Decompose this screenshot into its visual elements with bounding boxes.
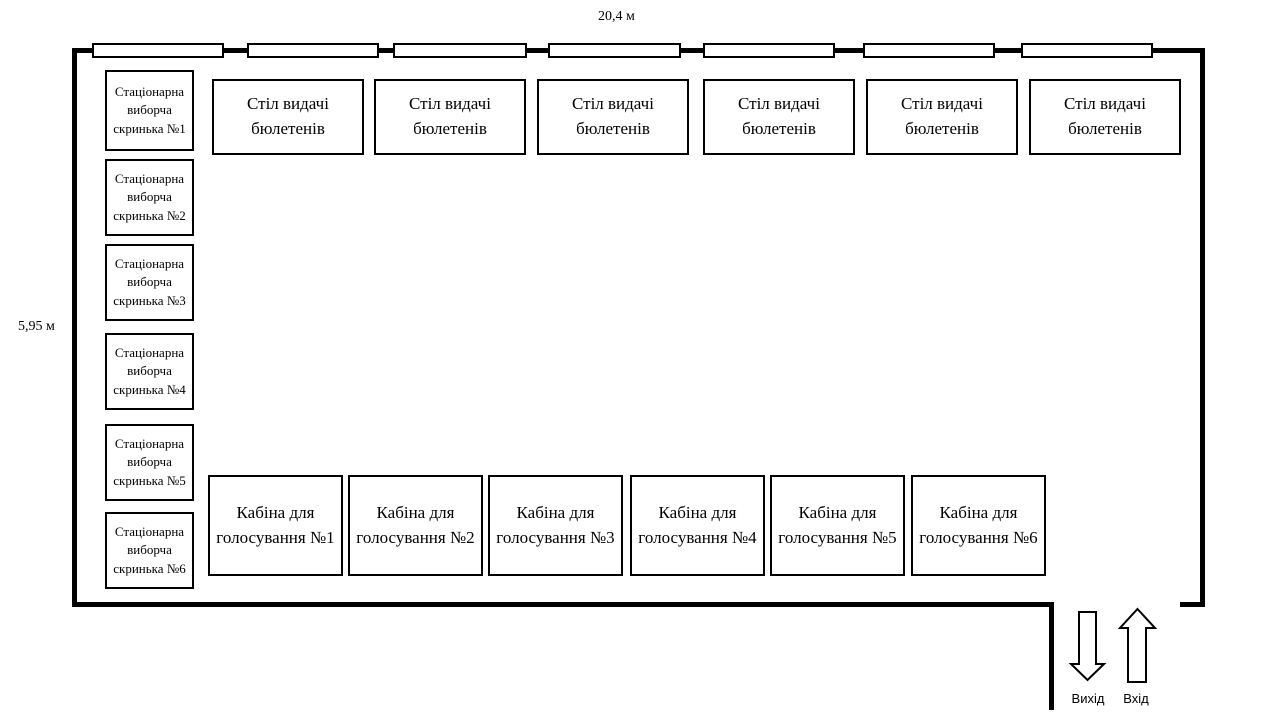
issuing-table-4: Стіл видачі бюлетенів [703,79,855,155]
window-icon [548,43,681,58]
width-dimension-label: 20,4 м [598,9,635,24]
window-icon [863,43,995,58]
issuing-table-3: Стіл видачі бюлетенів [537,79,689,155]
ballot-box-3: Стаціонарна виборча скринька №3 [105,244,194,321]
issuing-table-2: Стіл видачі бюлетенів [374,79,526,155]
ballot-box-6: Стаціонарна виборча скринька №6 [105,512,194,589]
ballot-box-5: Стаціонарна виборча скринька №5 [105,424,194,501]
voting-booth-5: Кабіна для голосування №5 [770,475,905,576]
voting-booth-2: Кабіна для голосування №2 [348,475,483,576]
entrance-arrow-icon [1117,607,1158,683]
door-jamb [1049,602,1054,710]
voting-booth-1: Кабіна для голосування №1 [208,475,343,576]
issuing-table-1: Стіл видачі бюлетенів [212,79,364,155]
ballot-box-4: Стаціонарна виборча скринька №4 [105,333,194,410]
voting-booth-4: Кабіна для голосування №4 [630,475,765,576]
ballot-box-2: Стаціонарна виборча скринька №2 [105,159,194,236]
voting-booth-3: Кабіна для голосування №3 [488,475,623,576]
exit-label: Вихід [1071,691,1105,706]
door-arrows [1068,607,1158,683]
wall-bottom-stub [1180,602,1205,607]
wall-bottom [72,602,1053,607]
wall-right [1200,48,1205,607]
window-icon [92,43,224,58]
window-icon [247,43,379,58]
voting-booth-6: Кабіна для голосування №6 [911,475,1046,576]
wall-left [72,48,77,607]
issuing-table-5: Стіл видачі бюлетенів [866,79,1018,155]
height-dimension-label: 5,95 м [18,319,55,334]
window-icon [703,43,835,58]
entrance-label: Вхід [1123,691,1149,706]
window-icon [393,43,527,58]
ballot-box-1: Стаціонарна виборча скринька №1 [105,70,194,151]
window-icon [1021,43,1153,58]
exit-arrow-icon [1068,611,1107,682]
issuing-table-6: Стіл видачі бюлетенів [1029,79,1181,155]
